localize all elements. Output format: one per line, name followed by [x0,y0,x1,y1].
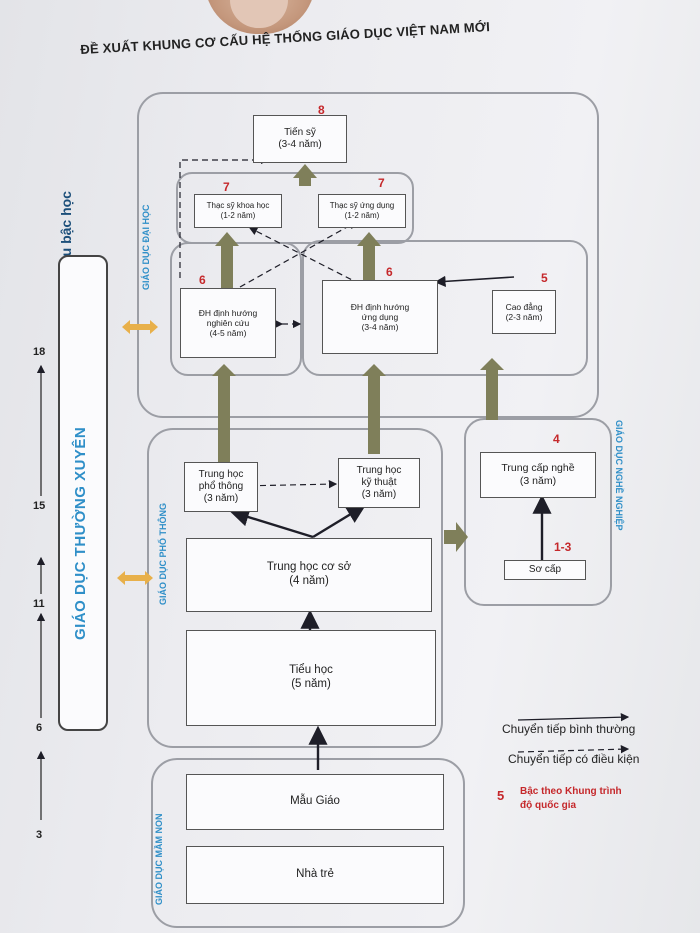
box-trung-cap-nghe: Trung cấp nghề (3 năm) [480,452,596,498]
age-tick-18: 18 [33,346,46,358]
dh-ud-line1: ĐH định hướng [350,301,410,312]
box-tieu-hoc: Tiểu học (5 năm) [186,630,436,726]
dh-nc-line2: nghiên cứu [206,317,250,328]
so-cap-name: Sơ cấp [528,564,562,575]
tien-sy-name: Tiến sỹ [284,127,316,138]
tcn-duration: (3 năm) [519,475,557,487]
box-th-ky-thuat: Trung học kỹ thuật (3 năm) [338,458,420,508]
thkt-line2: kỹ thuật [361,477,397,488]
age-tick-11: 11 [33,598,45,610]
dai-hoc-inner-panel-2 [302,240,588,376]
box-mau-giao: Mẫu Giáo [186,774,444,830]
box-thpt: Trung học phổ thông (3 năm) [184,462,258,512]
thac-sy-kh-name: Thạc sỹ khoa học [206,201,270,211]
dh-nc-duration: (4-5 năm) [209,328,247,339]
dh-nc-line1: ĐH định hướng [198,307,258,318]
age-tick-6: 6 [36,722,43,734]
bidirectional-arrows [117,320,158,585]
legend-level-line1: Bậc theo Khung trình [520,786,622,797]
tien-sy-duration: (3-4 năm) [278,139,322,150]
level-5: 5 [541,271,548,285]
box-dh-nghien-cuu: ĐH định hướng nghiên cứu (4-5 năm) [180,288,276,358]
thac-sy-ud-duration: (1-2 năm) [344,211,380,220]
thcs-duration: (4 năm) [289,575,329,587]
level-6-nc: 6 [199,273,206,287]
box-nha-tre: Nhà trẻ [186,846,444,904]
thac-sy-ud-name: Thạc sỹ ứng dụng [329,201,395,211]
legend-level-line2: độ quốc gia [520,800,577,811]
level-6-ud: 6 [386,265,393,279]
legend-normal: Chuyển tiếp bình thường [502,722,636,736]
box-thac-sy-khoa-hoc: Thạc sỹ khoa học (1-2 năm) [194,194,282,228]
thkt-line1: Trung học [356,465,402,476]
box-cao-dang: Cao đẳng (2-3 năm) [492,290,556,334]
legend-level-number: 5 [497,788,505,803]
box-thac-sy-ung-dung: Thạc sỹ ứng dụng (1-2 năm) [318,194,406,228]
normal-transitions [229,275,552,770]
dh-ud-line2: ứng dụng [361,311,399,322]
conditional-transitions [179,155,361,491]
box-dh-ung-dung: ĐH định hướng ứng dụng (3-4 năm) [322,280,438,354]
level-7-kh: 7 [223,180,230,194]
level-8: 8 [318,103,325,117]
dh-ud-duration: (3-4 năm) [361,322,399,333]
thpt-line1: Trung học [198,469,244,480]
box-tien-sy: Tiến sỹ (3-4 năm) [253,115,347,163]
nghe-nghiep-panel [464,418,612,606]
box-so-cap: Sơ cấp [504,560,586,580]
cao-dang-name: Cao đẳng [505,301,543,312]
pho-thong-panel [147,428,443,748]
tieu-hoc-duration: (5 năm) [291,678,331,690]
box-thcs: Trung học cơ sở (4 năm) [186,538,432,612]
thkt-duration: (3 năm) [361,489,397,500]
age-tick-3: 3 [36,829,43,841]
level-1-3: 1-3 [554,540,572,554]
thpt-duration: (3 năm) [203,493,239,504]
block-arrows [212,164,504,552]
mam-non-panel [151,758,465,928]
level-7-ud: 7 [378,176,385,190]
thac-sy-panel [176,172,414,244]
cao-dang-duration: (2-3 năm) [505,312,543,322]
thcs-name: Trung học cơ sở [266,561,352,574]
thpt-line2: phổ thông [198,481,244,492]
thac-sy-kh-duration: (1-2 năm) [220,211,256,220]
legend-conditional: Chuyển tiếp có điều kiện [508,752,640,766]
legend-arrows [517,712,630,754]
tieu-hoc-name: Tiểu học [289,664,333,677]
level-4: 4 [553,432,560,446]
thuong-xuyen-bar [58,255,108,731]
age-tick-15: 15 [33,500,46,512]
nha-tre-name: Nhà trẻ [296,868,334,881]
mau-giao-name: Mẫu Giáo [290,795,340,808]
tcn-name: Trung cấp nghề [501,462,575,475]
